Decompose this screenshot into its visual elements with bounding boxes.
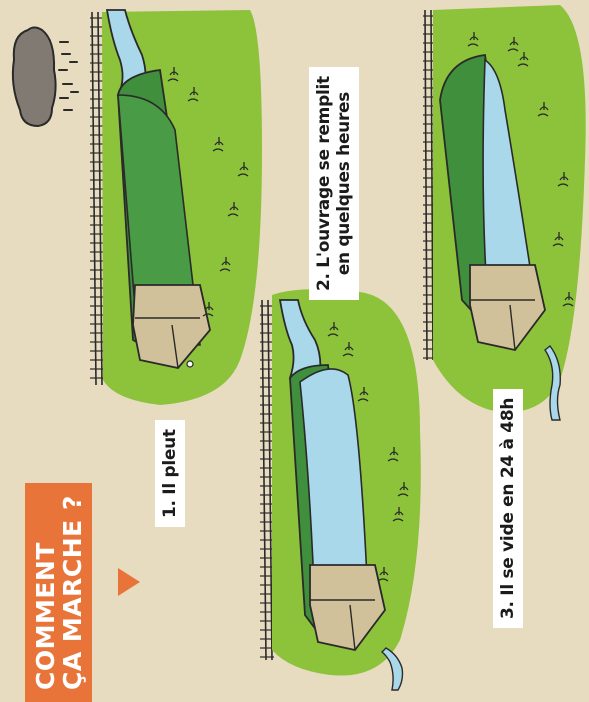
step-3-label: 3. Il se vide en 24 à 48h (493, 389, 523, 628)
step-2-label: 2. L'ouvrage se remplit en quelques heur… (309, 67, 359, 300)
badge-tail (118, 568, 140, 596)
step-1-label: 1. Il pleut (155, 420, 185, 527)
rain-cloud-icon (13, 28, 78, 127)
page-title: COMMENT ÇA MARCHE ? (25, 483, 92, 702)
